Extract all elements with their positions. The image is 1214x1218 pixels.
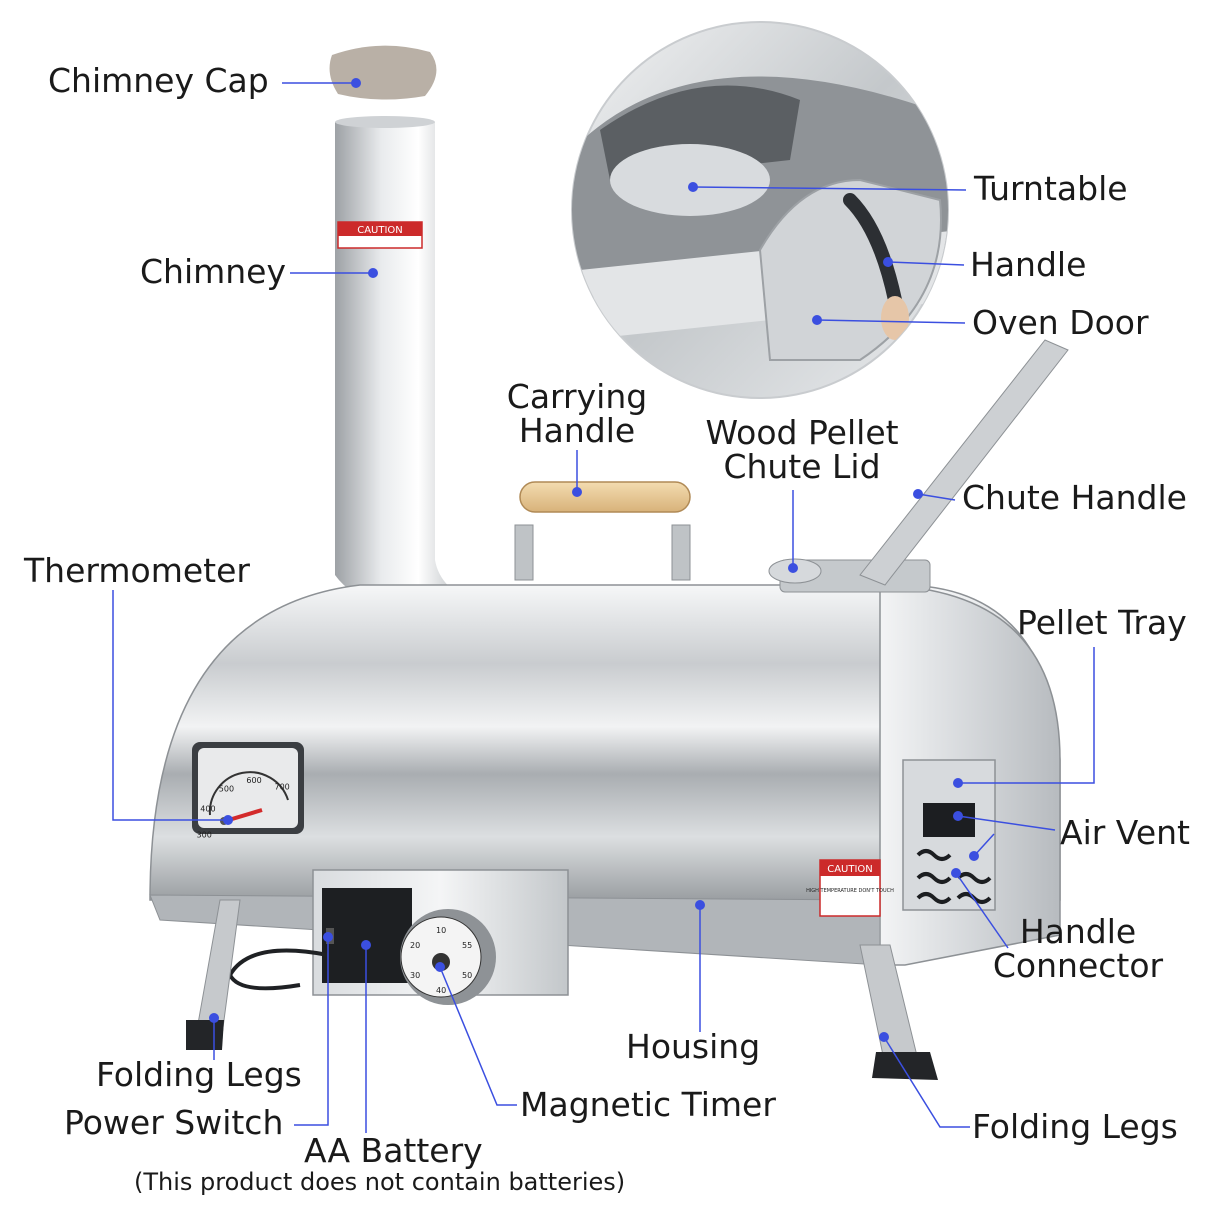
battery-disclaimer: (This product does not contain batteries… (134, 1168, 626, 1196)
chimney-cap (329, 45, 437, 100)
timer-tick-label: 20 (410, 941, 420, 950)
thermometer-tick-label: 700 (275, 783, 290, 792)
label-turntable: Turntable (974, 169, 1128, 208)
inset-detail (571, 21, 949, 399)
timer-tick-label: 40 (436, 986, 446, 995)
label-folding-legs-right: Folding Legs (972, 1107, 1178, 1146)
side-caution-text: CAUTION (827, 864, 873, 875)
side-caution-subtext: HIGH TEMPERATURE DON'T TOUCH (806, 888, 894, 894)
label-oven-door: Oven Door (972, 303, 1149, 342)
side-caution-label: CAUTION HIGH TEMPERATURE DON'T TOUCH (806, 859, 894, 917)
label-handle: Handle (970, 245, 1087, 284)
control-box: 10 20 30 40 50 55 (312, 869, 569, 1005)
label-wood-pellet-chute-lid: Wood Pellet Chute Lid (705, 413, 899, 486)
label-chute-handle: Chute Handle (962, 478, 1187, 517)
leader-dots (209, 78, 979, 1042)
leader-chute-handle (917, 493, 956, 501)
inset-handle (843, 193, 902, 307)
thermometer-tick-label: 500 (219, 784, 234, 793)
leader-handle (887, 261, 965, 266)
label-power-switch: Power Switch (64, 1103, 284, 1142)
label-chimney-cap: Chimney Cap (48, 61, 269, 100)
label-folding-legs-left: Folding Legs (96, 1055, 302, 1094)
label-aa-battery: AA Battery (304, 1131, 483, 1170)
label-thermometer: Thermometer (24, 551, 250, 590)
label-air-vent: Air Vent (1060, 813, 1190, 852)
label-handle-connector: Handle Connector (992, 912, 1164, 985)
leader-folding-legs-right (883, 1036, 970, 1128)
thermometer-tick-label: 600 (246, 776, 261, 785)
leader-pellet-tray (958, 647, 1095, 784)
pellet-tray-panel (902, 759, 996, 911)
air-vent-slot (923, 803, 975, 837)
inset-turntable (610, 144, 770, 216)
leader-handle-connector (955, 872, 1009, 949)
label-magnetic-timer: Magnetic Timer (520, 1085, 776, 1124)
chimney (335, 122, 520, 620)
thermometer-tick-label: 300 (197, 830, 212, 839)
leader-power-switch (294, 937, 329, 1126)
leader-turntable (692, 186, 967, 191)
leader-magnetic-timer (439, 966, 517, 1106)
right-foot (872, 1052, 938, 1080)
label-carrying-handle: Carrying Handle (506, 377, 648, 450)
timer-tick-label: 55 (462, 941, 472, 950)
leader-lines (112, 82, 1095, 1133)
thermometer-tick-label: 400 (200, 804, 215, 813)
chimney-caution-text: CAUTION (357, 225, 403, 236)
battery-compartment (322, 888, 412, 983)
label-pellet-tray: Pellet Tray (1017, 603, 1187, 642)
leader-oven-door (816, 319, 966, 324)
timer-tick-label: 50 (462, 971, 472, 980)
timer-tick-label: 30 (410, 971, 420, 980)
label-chimney: Chimney (140, 252, 287, 291)
chute-handle (859, 339, 1069, 586)
timer-scale: 10 20 30 40 50 55 (410, 926, 472, 995)
leader-thermometer (112, 590, 228, 821)
thermometer: 300 400 500 600 700 (192, 742, 304, 839)
left-foot (186, 1020, 224, 1050)
leader-air-vent (957, 815, 1056, 831)
timer-tick-label: 10 (436, 926, 446, 935)
label-housing: Housing (626, 1027, 761, 1066)
thermometer-scale: 300 400 500 600 700 (197, 776, 290, 839)
carrying-handle (514, 481, 691, 581)
